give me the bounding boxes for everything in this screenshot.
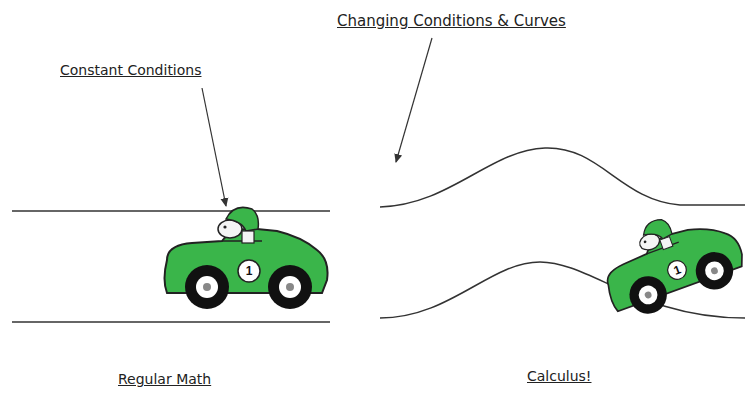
car-number: 1 [246,265,253,277]
caption-label: Regular Math [118,371,211,387]
heading-label: Constant Conditions [60,62,202,78]
caption-label: Calculus! [527,368,591,384]
heading-label: Changing Conditions & Curves [337,12,566,30]
